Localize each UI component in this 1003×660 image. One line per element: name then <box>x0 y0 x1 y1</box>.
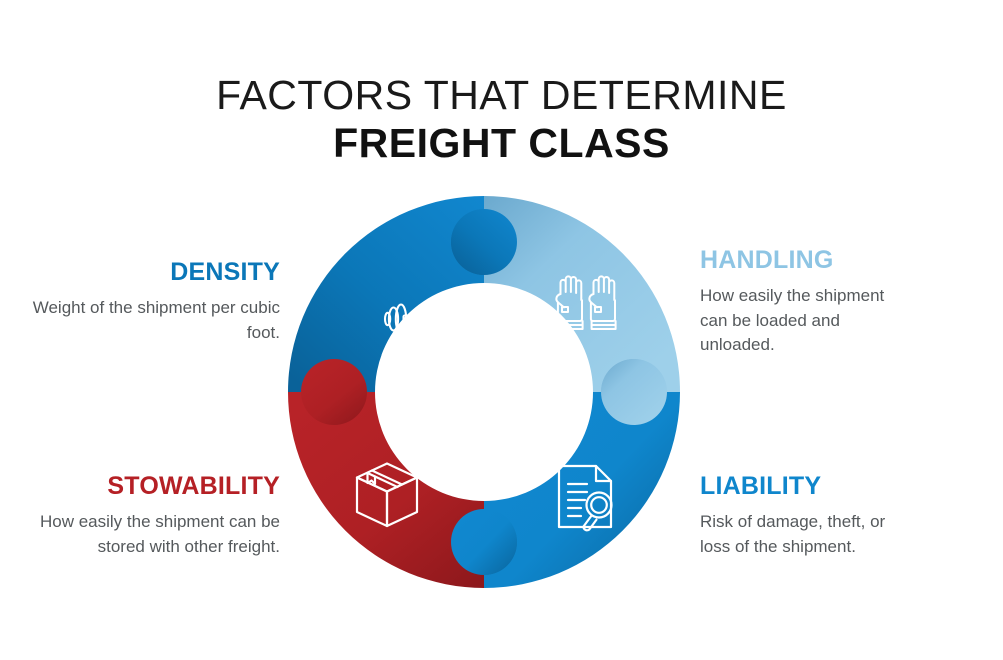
title-line-1: FACTORS THAT DETERMINE <box>216 72 787 118</box>
factor-body-handling: How easily the shipment can be loaded an… <box>700 286 885 354</box>
title-line-2: FREIGHT CLASS <box>333 120 670 166</box>
factor-heading-stowability: STOWABILITY <box>107 472 280 500</box>
work-gloves-icon <box>555 275 617 330</box>
page-title: FACTORS THAT DETERMINE FREIGHT CLASS <box>0 72 1003 168</box>
factor-heading-liability: LIABILITY <box>700 472 822 500</box>
puzzle-center-hole <box>397 305 571 479</box>
factor-panel-density: DENSITY Weight of the shipment per cubic… <box>20 258 280 345</box>
factor-panel-liability: LIABILITY Risk of damage, theft, or loss… <box>700 472 980 559</box>
factor-panel-handling: HANDLING How easily the shipment can be … <box>700 246 980 358</box>
factor-body-density: Weight of the shipment per cubic foot. <box>32 298 280 342</box>
factor-body-stowability: How easily the shipment can be stored wi… <box>39 512 280 556</box>
factor-heading-density: DENSITY <box>170 258 280 286</box>
dumbbell-icon <box>383 303 449 335</box>
document-search-icon <box>557 464 613 532</box>
factor-heading-handling: HANDLING <box>700 246 834 274</box>
package-box-icon <box>355 462 419 528</box>
freight-class-puzzle-diagram <box>272 180 696 604</box>
factor-panel-stowability: STOWABILITY How easily the shipment can … <box>20 472 280 559</box>
factor-body-liability: Risk of damage, theft, or loss of the sh… <box>700 512 886 556</box>
